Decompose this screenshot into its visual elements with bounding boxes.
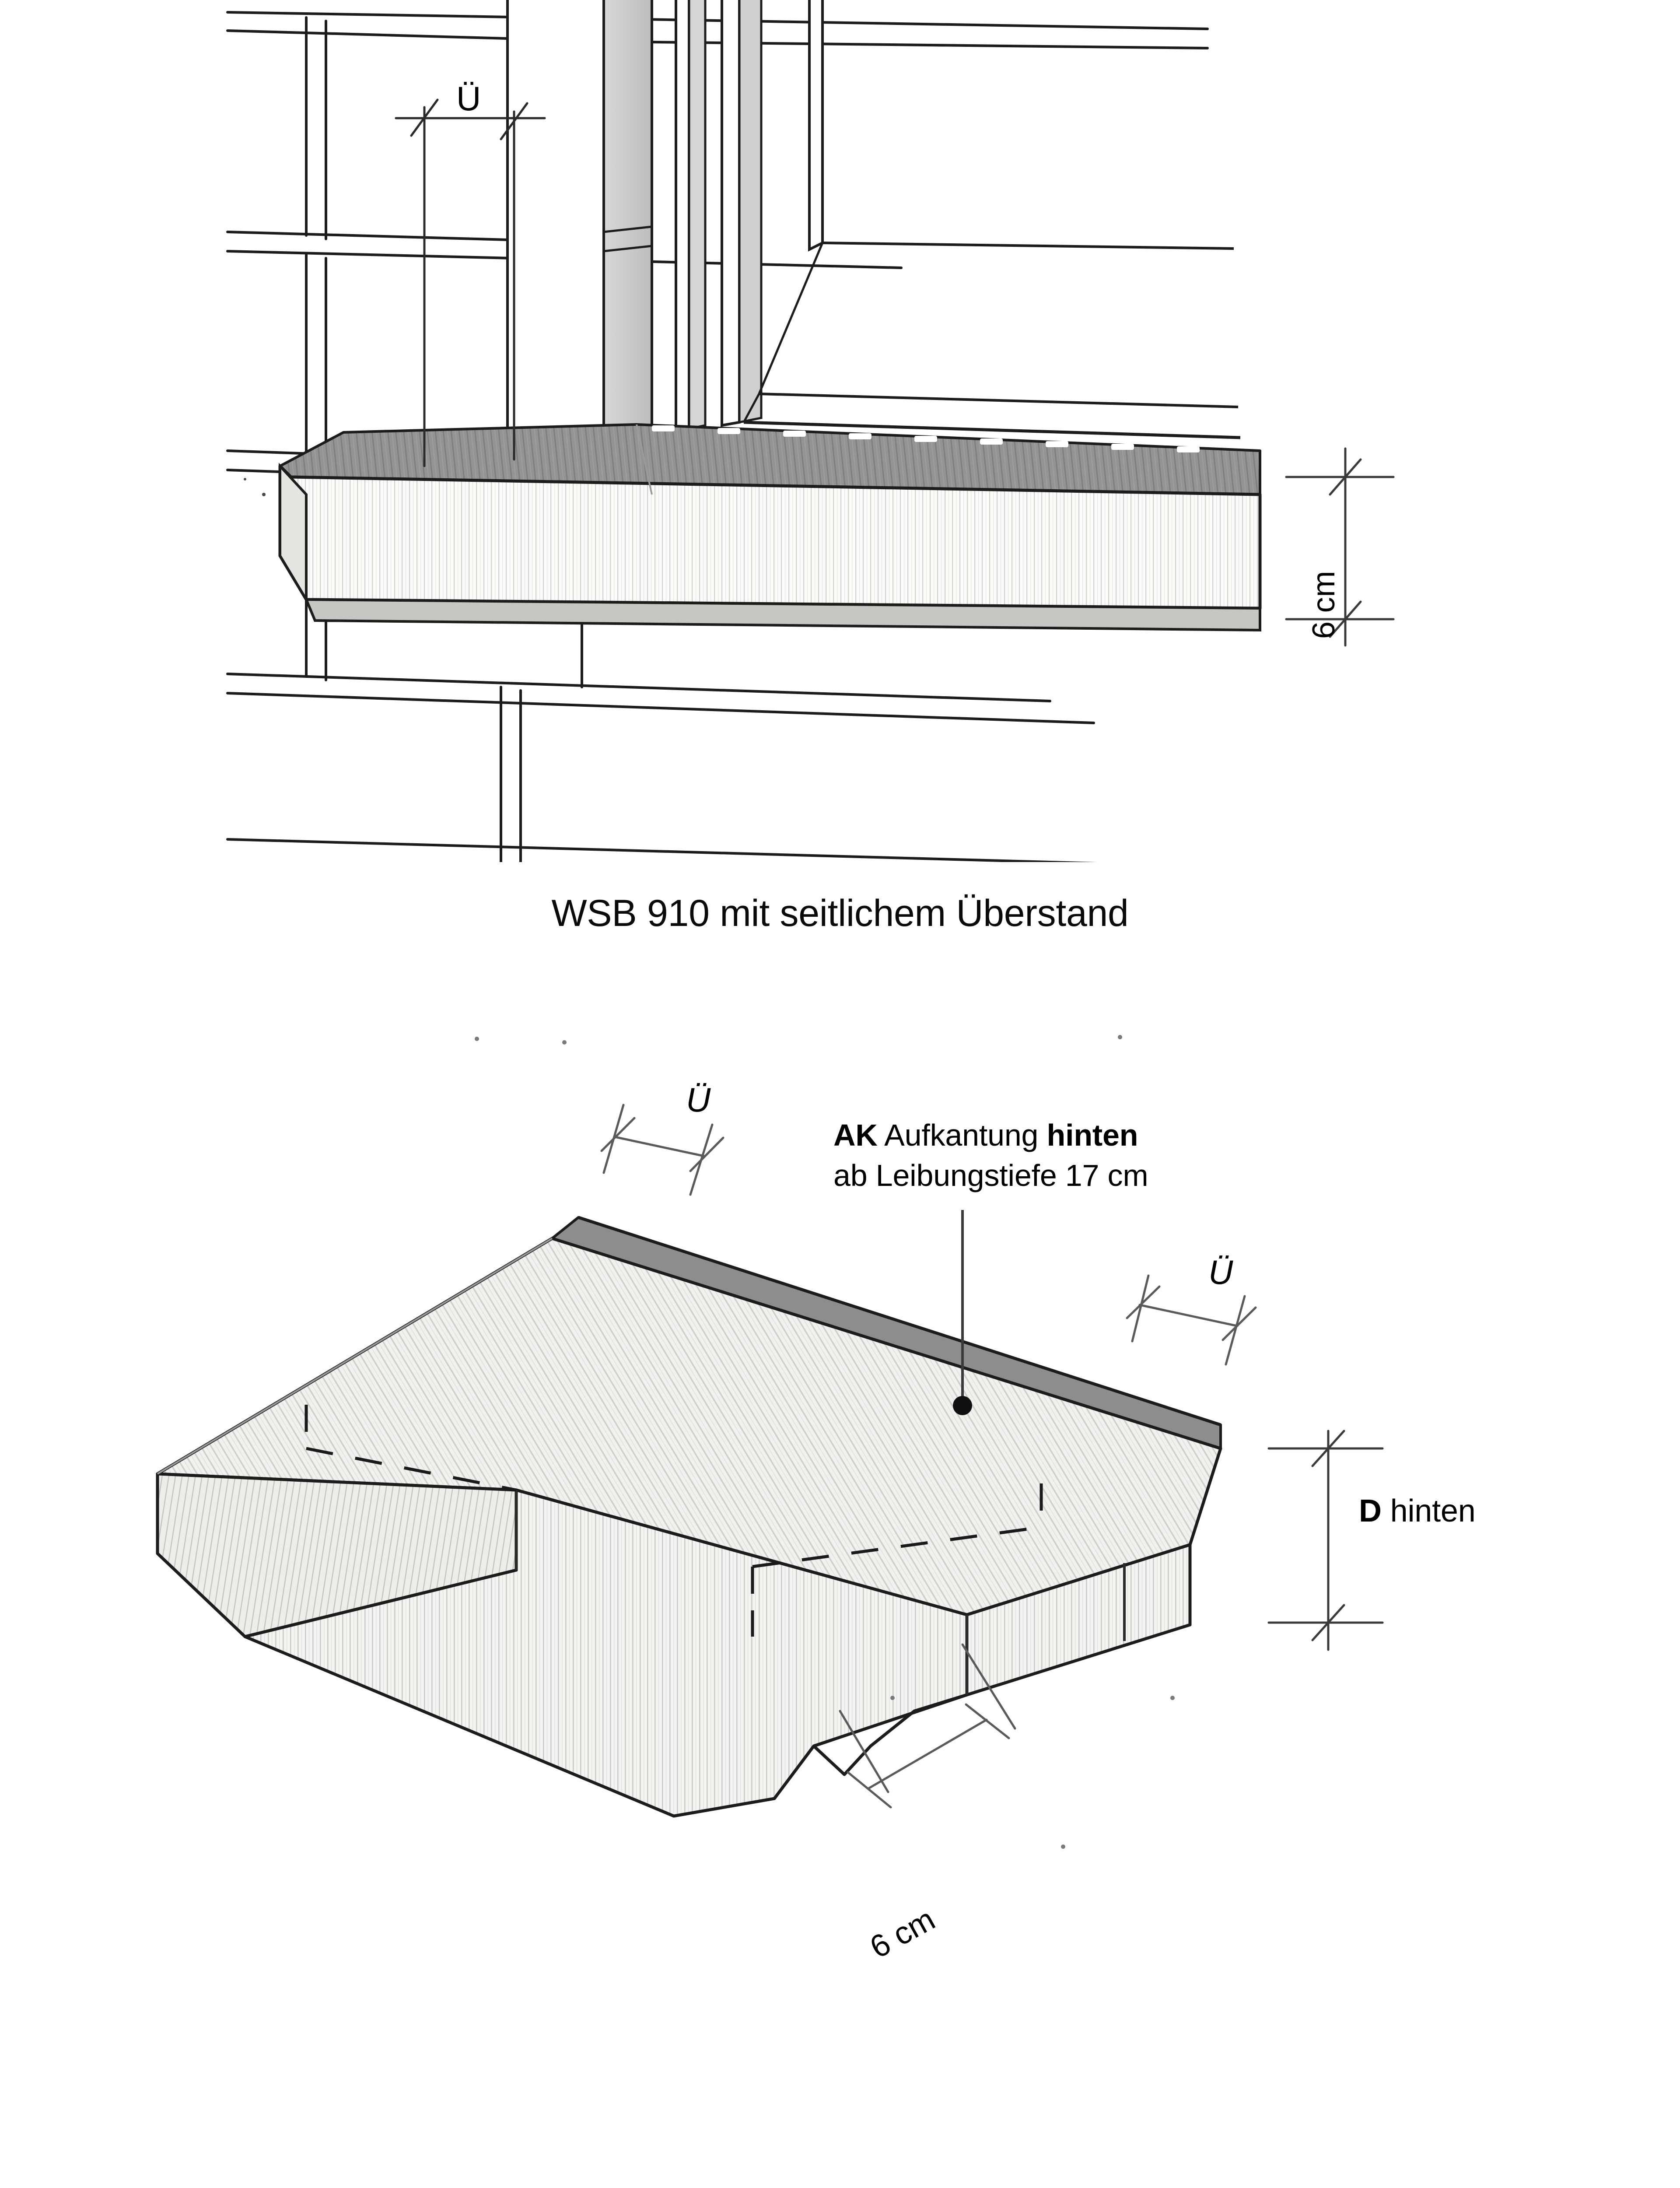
ak-annotation-mid: Aufkantung: [877, 1118, 1047, 1152]
dimension-d-hinten-lead: D: [1359, 1494, 1382, 1529]
dimension-ue-top: [395, 98, 546, 467]
ak-leader-line: [953, 1210, 972, 1415]
dimension-ue-top-label: Ü: [456, 79, 481, 118]
dimension-ue-left: [600, 1104, 724, 1196]
figure-bottom-caption-line1: Seitliche Überstände Ü links / rechts du…: [289, 2184, 992, 2188]
ak-annotation-emph: hinten: [1046, 1118, 1138, 1152]
dimension-d-hinten-label: D hinten: [1359, 1493, 1476, 1529]
ak-abbrev: AK: [833, 1118, 878, 1152]
dimension-d-hinten: [1267, 1430, 1384, 1651]
dimension-ue-left-label: Ü: [686, 1080, 711, 1119]
figure-top-caption: WSB 910 mit seitlichem Überstand: [551, 892, 1129, 934]
dimension-6cm-right: [1285, 447, 1395, 647]
window-sill-board: [278, 423, 1262, 632]
dimension-ue-right: [1126, 1274, 1257, 1366]
sheet-speckles: [475, 1035, 1175, 1849]
corner-cut-solid-returns: [304, 1405, 754, 1637]
figure-sill-isometric: [156, 1035, 1384, 1849]
dimension-6cm-right-label: 6 cm: [1306, 571, 1341, 639]
window-reveal-jamb: [506, 0, 653, 452]
dimension-ue-right-label: Ü: [1208, 1253, 1233, 1291]
figure-bottom-caption: Seitliche Überstände Ü links / rechts du…: [289, 2083, 992, 2188]
sill-slab-3d: [156, 1237, 1222, 1818]
window-frame: [675, 0, 1241, 439]
ak-annotation-line2: ab Leibungstiefe 17 cm: [833, 1158, 1148, 1193]
figure-window-sill-in-wall: [226, 0, 1395, 862]
dimension-6cm-front: [839, 1643, 1016, 1809]
sill-back-scallops: [652, 425, 1200, 452]
dimension-d-hinten-rest: hinten: [1381, 1494, 1476, 1529]
ak-annotation-line1: AK Aufkantung hinten: [833, 1115, 1148, 1155]
